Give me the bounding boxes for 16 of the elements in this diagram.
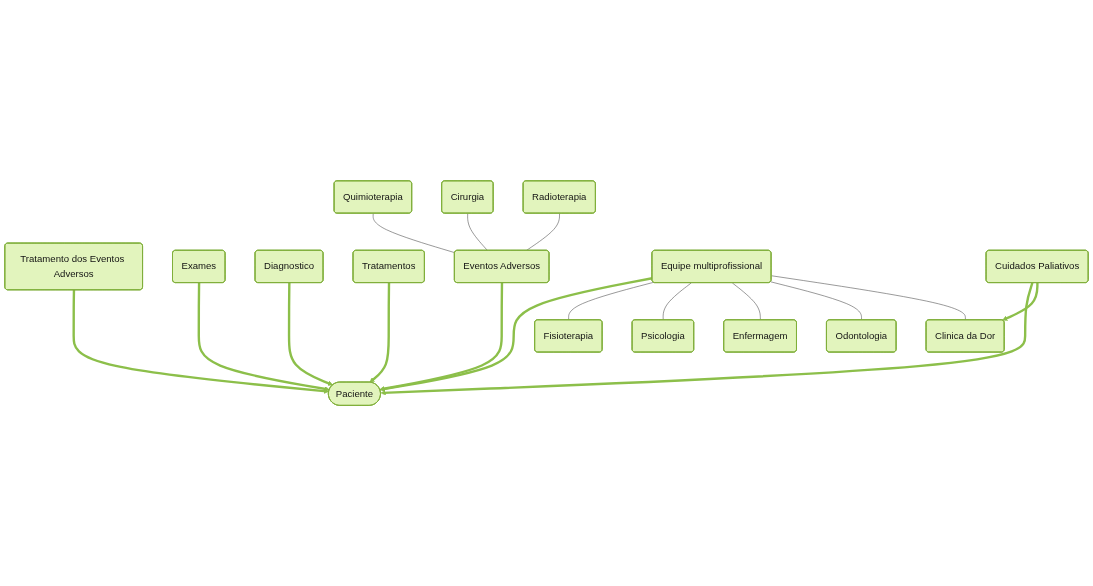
arrow: [287, 282, 334, 386]
connector: [372, 213, 456, 253]
connector: [662, 282, 692, 321]
arrow: [379, 277, 653, 392]
arrow: [197, 282, 330, 392]
arrow: [1002, 282, 1039, 321]
arrow: [380, 282, 1034, 396]
connector: [467, 213, 488, 251]
connector: [771, 275, 966, 321]
connector: [732, 282, 761, 321]
connector: [770, 281, 862, 321]
arrow: [369, 282, 391, 383]
connector: [568, 281, 654, 321]
arrow: [379, 282, 504, 392]
arrow: [72, 289, 330, 394]
connector: [526, 213, 560, 251]
